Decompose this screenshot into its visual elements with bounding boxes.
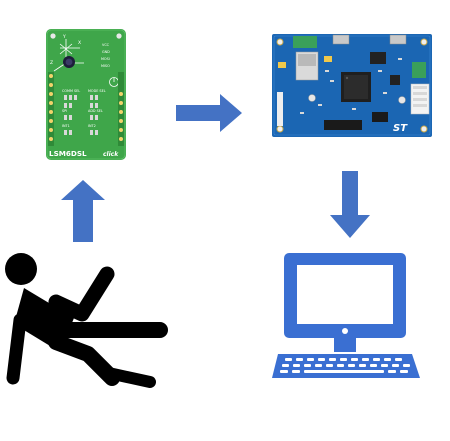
board-suffix: click <box>103 151 119 158</box>
pin-mosi-label: MOSI <box>101 57 110 61</box>
pin-gnd-label: GND <box>102 50 110 54</box>
arrow-down-icon <box>330 171 370 238</box>
mode-sel-label: MODE SEL <box>88 89 106 93</box>
add-sel-label: ADD SEL <box>88 109 103 113</box>
pin-miso-label: MISO <box>101 64 110 68</box>
axis-x-label: X <box>78 40 81 46</box>
arrow-up-icon <box>61 180 105 242</box>
pin-vcc-label: VCC <box>102 43 110 47</box>
jumper-pads <box>64 95 98 135</box>
falling-person-icon <box>5 253 168 388</box>
desktop-computer-icon <box>272 253 420 378</box>
arrow-right-icon <box>176 94 242 132</box>
axis-y-label: Y <box>62 34 66 40</box>
board-name: LSM6DSL <box>49 149 87 158</box>
comm-sel-label: COMM SEL <box>62 89 80 93</box>
sensor-click-board: X Y Z VCC GND MOSI MISO COMM SEL MODE SE… <box>46 29 126 160</box>
int1-label: INT1 <box>62 124 70 128</box>
mcu-board: ST <box>272 34 432 137</box>
int2-label: INT2 <box>88 124 96 128</box>
st-logo: ST <box>393 123 408 134</box>
header-pins <box>48 72 124 146</box>
axis-z-label: Z <box>50 60 53 66</box>
spi-label: SPI <box>62 109 67 113</box>
